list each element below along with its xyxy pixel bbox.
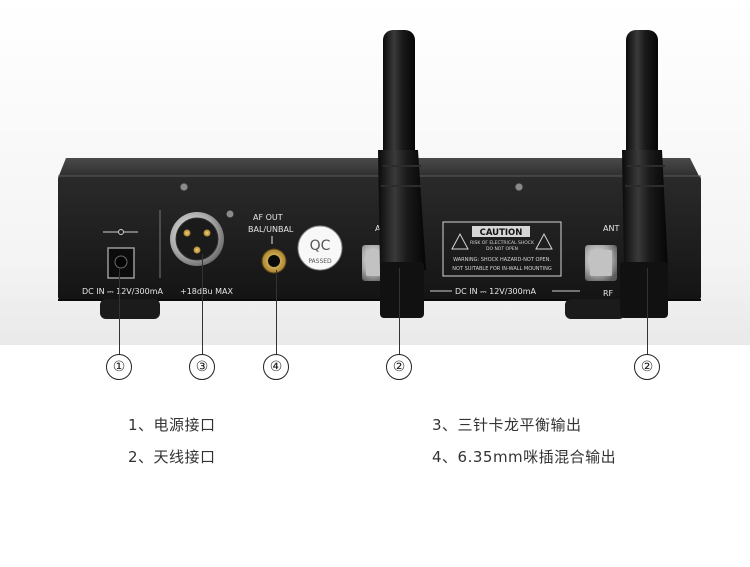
dc-jack	[103, 229, 138, 279]
jack-6-35mm	[261, 248, 287, 274]
qc-text: QC	[310, 238, 331, 254]
legend-item-2: 2、天线接口	[128, 448, 216, 466]
dc-in-label-2: DC IN ⎓ 12V/300mA	[455, 287, 537, 296]
leader-line	[119, 268, 120, 355]
screw	[514, 182, 524, 192]
antenna-left	[378, 30, 426, 318]
foot-right	[565, 299, 625, 319]
max-label: +18dBu MAX	[180, 287, 233, 296]
antenna-b-label: ANT	[603, 224, 619, 233]
antenna-a-label: A	[375, 224, 381, 233]
caution-line1: RISK OF ELECTRICAL SHOCK	[470, 240, 535, 246]
legend-item-3: 3、三针卡龙平衡输出	[432, 416, 582, 434]
antenna-rf-label: RF	[603, 289, 614, 298]
callout-2-left: ②	[386, 354, 412, 380]
callout-4: ④	[263, 354, 289, 380]
callout-1: ①	[106, 354, 132, 380]
receiver-back-photo: DC IN ⎓ 12V/300mA +18dBu MAX AF OUT BAL/…	[0, 0, 750, 345]
dc-in-label: DC IN ⎓ 12V/300mA	[82, 287, 164, 296]
qc-passed-text: PASSED	[308, 258, 332, 265]
legend-item-4: 4、6.35mm咪插混合输出	[432, 448, 617, 466]
callout-3: ③	[189, 354, 215, 380]
leader-line	[647, 268, 648, 355]
caution-title: CAUTION	[480, 228, 523, 238]
leader-line	[399, 268, 400, 355]
leader-line	[202, 254, 203, 355]
leader-line	[276, 270, 277, 355]
bal-unbal-label: BAL/UNBAL	[248, 225, 294, 234]
foot-left	[100, 299, 160, 319]
legend-item-1: 1、电源接口	[128, 416, 216, 434]
antenna-right	[620, 30, 668, 318]
warning-line1: WARNING: SHOCK HAZARD-NOT OPEN.	[453, 257, 551, 263]
caution-line2: DO NOT OPEN	[486, 246, 518, 252]
screw	[179, 182, 189, 192]
qc-sticker: QC PASSED	[297, 225, 343, 271]
caution-label: CAUTION RISK OF ELECTRICAL SHOCK DO NOT …	[442, 221, 562, 277]
xlr-output	[170, 210, 234, 266]
warning-line2: NOT SUITABLE FOR IN-WALL MOUNTING	[452, 266, 552, 272]
callout-2-right: ②	[634, 354, 660, 380]
antenna-b-connector	[585, 245, 617, 281]
af-out-label: AF OUT	[253, 213, 283, 222]
